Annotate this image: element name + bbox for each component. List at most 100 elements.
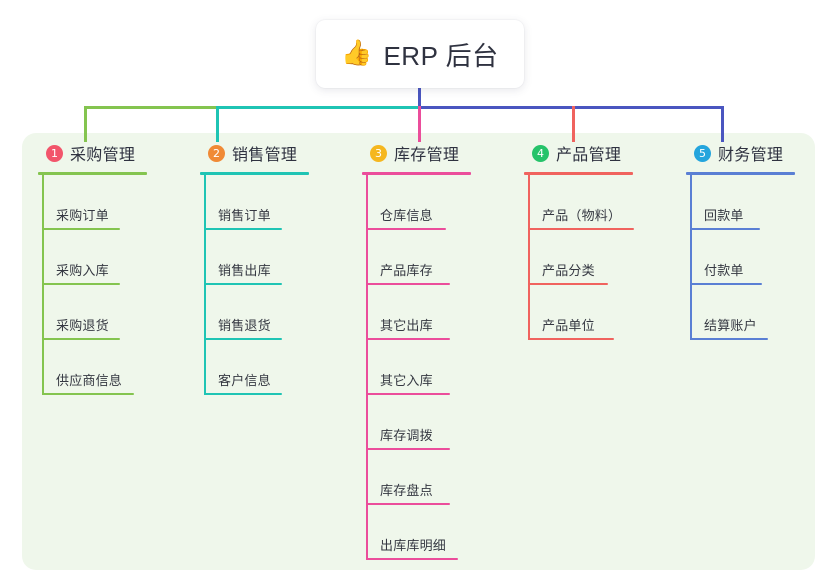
list-item[interactable]: 产品库存 <box>362 230 512 285</box>
list-item[interactable]: 其它入库 <box>362 340 512 395</box>
list-item-label: 产品库存 <box>380 263 433 278</box>
list-item-label: 产品（物料） <box>542 208 622 223</box>
list-item-rule <box>690 283 762 285</box>
list-item-rule <box>366 338 450 340</box>
list-item[interactable]: 采购退货 <box>38 285 188 340</box>
list-item-rule <box>528 338 614 340</box>
drop-line-1 <box>84 106 87 142</box>
column-header-5[interactable]: 5 财务管理 <box>686 140 836 166</box>
list-item-rule <box>366 393 450 395</box>
root-stem-line <box>418 88 421 107</box>
list-item-label: 销售退货 <box>218 318 271 333</box>
list-item[interactable]: 结算账户 <box>686 285 836 340</box>
list-item-label: 销售订单 <box>218 208 271 223</box>
column-items: 回款单付款单结算账户 <box>686 175 836 340</box>
list-item-rule <box>366 228 446 230</box>
bus-segment-2 <box>216 106 420 109</box>
list-item-rule <box>204 393 282 395</box>
list-item-label: 库存盘点 <box>380 483 433 498</box>
column-title: 产品管理 <box>556 147 622 164</box>
root-node-card[interactable]: 👍 ERP 后台 <box>316 20 524 88</box>
column-title: 财务管理 <box>718 147 784 164</box>
root-node-content: 👍 ERP 后台 <box>341 36 498 73</box>
list-item-label: 产品分类 <box>542 263 595 278</box>
column-items: 采购订单采购入库采购退货供应商信息 <box>38 175 188 395</box>
list-item[interactable]: 供应商信息 <box>38 340 188 395</box>
list-item[interactable]: 客户信息 <box>200 340 350 395</box>
list-item-label: 其它出库 <box>380 318 433 333</box>
list-item-rule <box>42 283 120 285</box>
list-item[interactable]: 回款单 <box>686 175 836 230</box>
bus-segment-1 <box>84 106 218 109</box>
list-item-label: 采购退货 <box>56 318 109 333</box>
list-item[interactable]: 销售订单 <box>200 175 350 230</box>
column-header-rule <box>200 172 309 175</box>
list-item[interactable]: 采购订单 <box>38 175 188 230</box>
list-item-rule <box>528 283 608 285</box>
list-item-label: 销售出库 <box>218 263 271 278</box>
bus-segment-3 <box>418 106 723 109</box>
column-title: 采购管理 <box>70 147 136 164</box>
drop-line-4 <box>572 106 575 142</box>
list-item-rule <box>42 338 120 340</box>
list-item[interactable]: 销售出库 <box>200 230 350 285</box>
list-item[interactable]: 产品（物料） <box>524 175 674 230</box>
column-4: 4 产品管理产品（物料） 产品分类产品单位 <box>524 140 674 340</box>
list-item-label: 出库库明细 <box>380 538 447 553</box>
list-item-label: 付款单 <box>704 263 744 278</box>
list-item-rule <box>204 283 282 285</box>
list-item[interactable]: 仓库信息 <box>362 175 512 230</box>
column-header-2[interactable]: 2 销售管理 <box>200 140 350 166</box>
column-badge-icon: 2 <box>208 144 225 162</box>
column-header-1[interactable]: 1 采购管理 <box>38 140 188 166</box>
column-2: 2 销售管理销售订单销售出库销售退货客户信息 <box>200 140 350 395</box>
list-item[interactable]: 库存盘点 <box>362 450 512 505</box>
list-item-label: 产品单位 <box>542 318 595 333</box>
list-item[interactable]: 其它出库 <box>362 285 512 340</box>
column-header-rule <box>686 172 795 175</box>
root-node-title: ERP 后台 <box>383 40 499 71</box>
column-items: 产品（物料） 产品分类产品单位 <box>524 175 674 340</box>
list-item-label: 采购订单 <box>56 208 109 223</box>
column-spine-line <box>42 175 44 395</box>
list-item[interactable]: 产品单位 <box>524 285 674 340</box>
list-item-rule <box>366 558 458 560</box>
list-item[interactable]: 出库库明细 <box>362 505 512 560</box>
list-item-rule <box>366 448 450 450</box>
column-badge-icon: 5 <box>694 144 711 162</box>
list-item-rule <box>42 228 120 230</box>
list-item[interactable]: 付款单 <box>686 230 836 285</box>
column-badge-icon: 1 <box>46 144 63 162</box>
list-item[interactable]: 销售退货 <box>200 285 350 340</box>
column-header-4[interactable]: 4 产品管理 <box>524 140 674 166</box>
column-header-rule <box>38 172 147 175</box>
list-item-rule <box>528 228 634 230</box>
list-item[interactable]: 采购入库 <box>38 230 188 285</box>
thumbs-up-icon: 👍 <box>341 38 373 67</box>
column-title: 销售管理 <box>232 147 298 164</box>
column-spine-line <box>690 175 692 340</box>
column-spine-line <box>366 175 368 560</box>
column-badge-icon: 4 <box>532 144 549 162</box>
drop-line-3 <box>418 106 421 142</box>
diagram-panel <box>22 133 815 570</box>
list-item[interactable]: 产品分类 <box>524 230 674 285</box>
column-items: 销售订单销售出库销售退货客户信息 <box>200 175 350 395</box>
list-item-rule <box>42 393 134 395</box>
column-header-rule <box>362 172 471 175</box>
bus-segment-4 <box>721 106 724 142</box>
list-item-label: 其它入库 <box>380 373 433 388</box>
list-item[interactable]: 库存调拨 <box>362 395 512 450</box>
list-item-rule <box>690 338 768 340</box>
column-spine-line <box>204 175 206 395</box>
list-item-label: 采购入库 <box>56 263 109 278</box>
column-header-rule <box>524 172 633 175</box>
list-item-rule <box>690 228 760 230</box>
drop-line-2 <box>216 106 219 142</box>
list-item-rule <box>204 228 282 230</box>
list-item-label: 库存调拨 <box>380 428 433 443</box>
column-1: 1 采购管理采购订单采购入库采购退货供应商信息 <box>38 140 188 395</box>
